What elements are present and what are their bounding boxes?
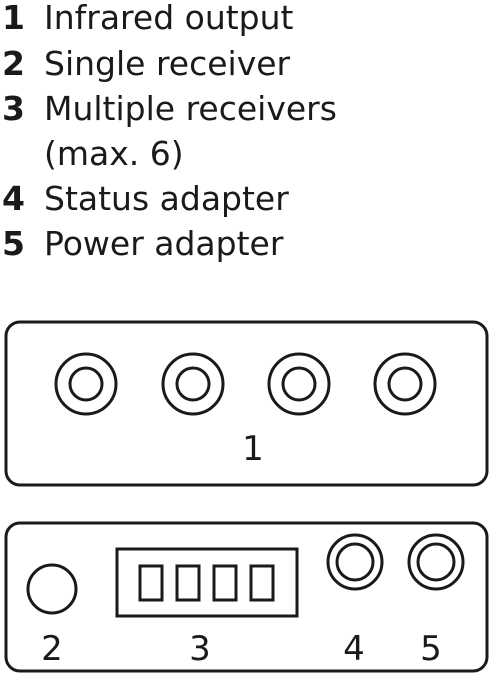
bottom-panel-label-4: 4 bbox=[343, 629, 365, 669]
multiple-receivers-connector bbox=[115, 547, 299, 618]
top-panel bbox=[4, 320, 489, 487]
bottom-panel-label-5: 5 bbox=[420, 629, 442, 669]
legend-number: 4 bbox=[2, 179, 25, 218]
legend-text: Status adapter bbox=[44, 179, 289, 218]
legend-number: 3 bbox=[2, 89, 25, 128]
single-receiver-port bbox=[26, 563, 78, 615]
status-adapter-port bbox=[326, 533, 384, 591]
legend-text: Multiple receivers bbox=[44, 89, 337, 128]
infrared-output-port-1 bbox=[54, 352, 118, 416]
bottom-panel-label-3: 3 bbox=[189, 629, 211, 669]
legend-text: Power adapter bbox=[44, 224, 284, 263]
infrared-output-port-4 bbox=[373, 352, 437, 416]
legend-number: 2 bbox=[2, 44, 25, 83]
legend-number: 5 bbox=[2, 224, 25, 263]
legend-number: 1 bbox=[2, 0, 25, 37]
top-panel-label: 1 bbox=[242, 429, 264, 469]
power-adapter-port bbox=[407, 533, 465, 591]
legend-text: Single receiver bbox=[44, 44, 291, 83]
bottom-panel bbox=[4, 521, 489, 673]
legend-text: Infrared output bbox=[44, 0, 294, 37]
bottom-panel-label-2: 2 bbox=[41, 629, 63, 669]
infrared-output-port-3 bbox=[267, 352, 331, 416]
infrared-output-port-2 bbox=[161, 352, 225, 416]
legend-text-note: (max. 6) bbox=[44, 134, 184, 173]
